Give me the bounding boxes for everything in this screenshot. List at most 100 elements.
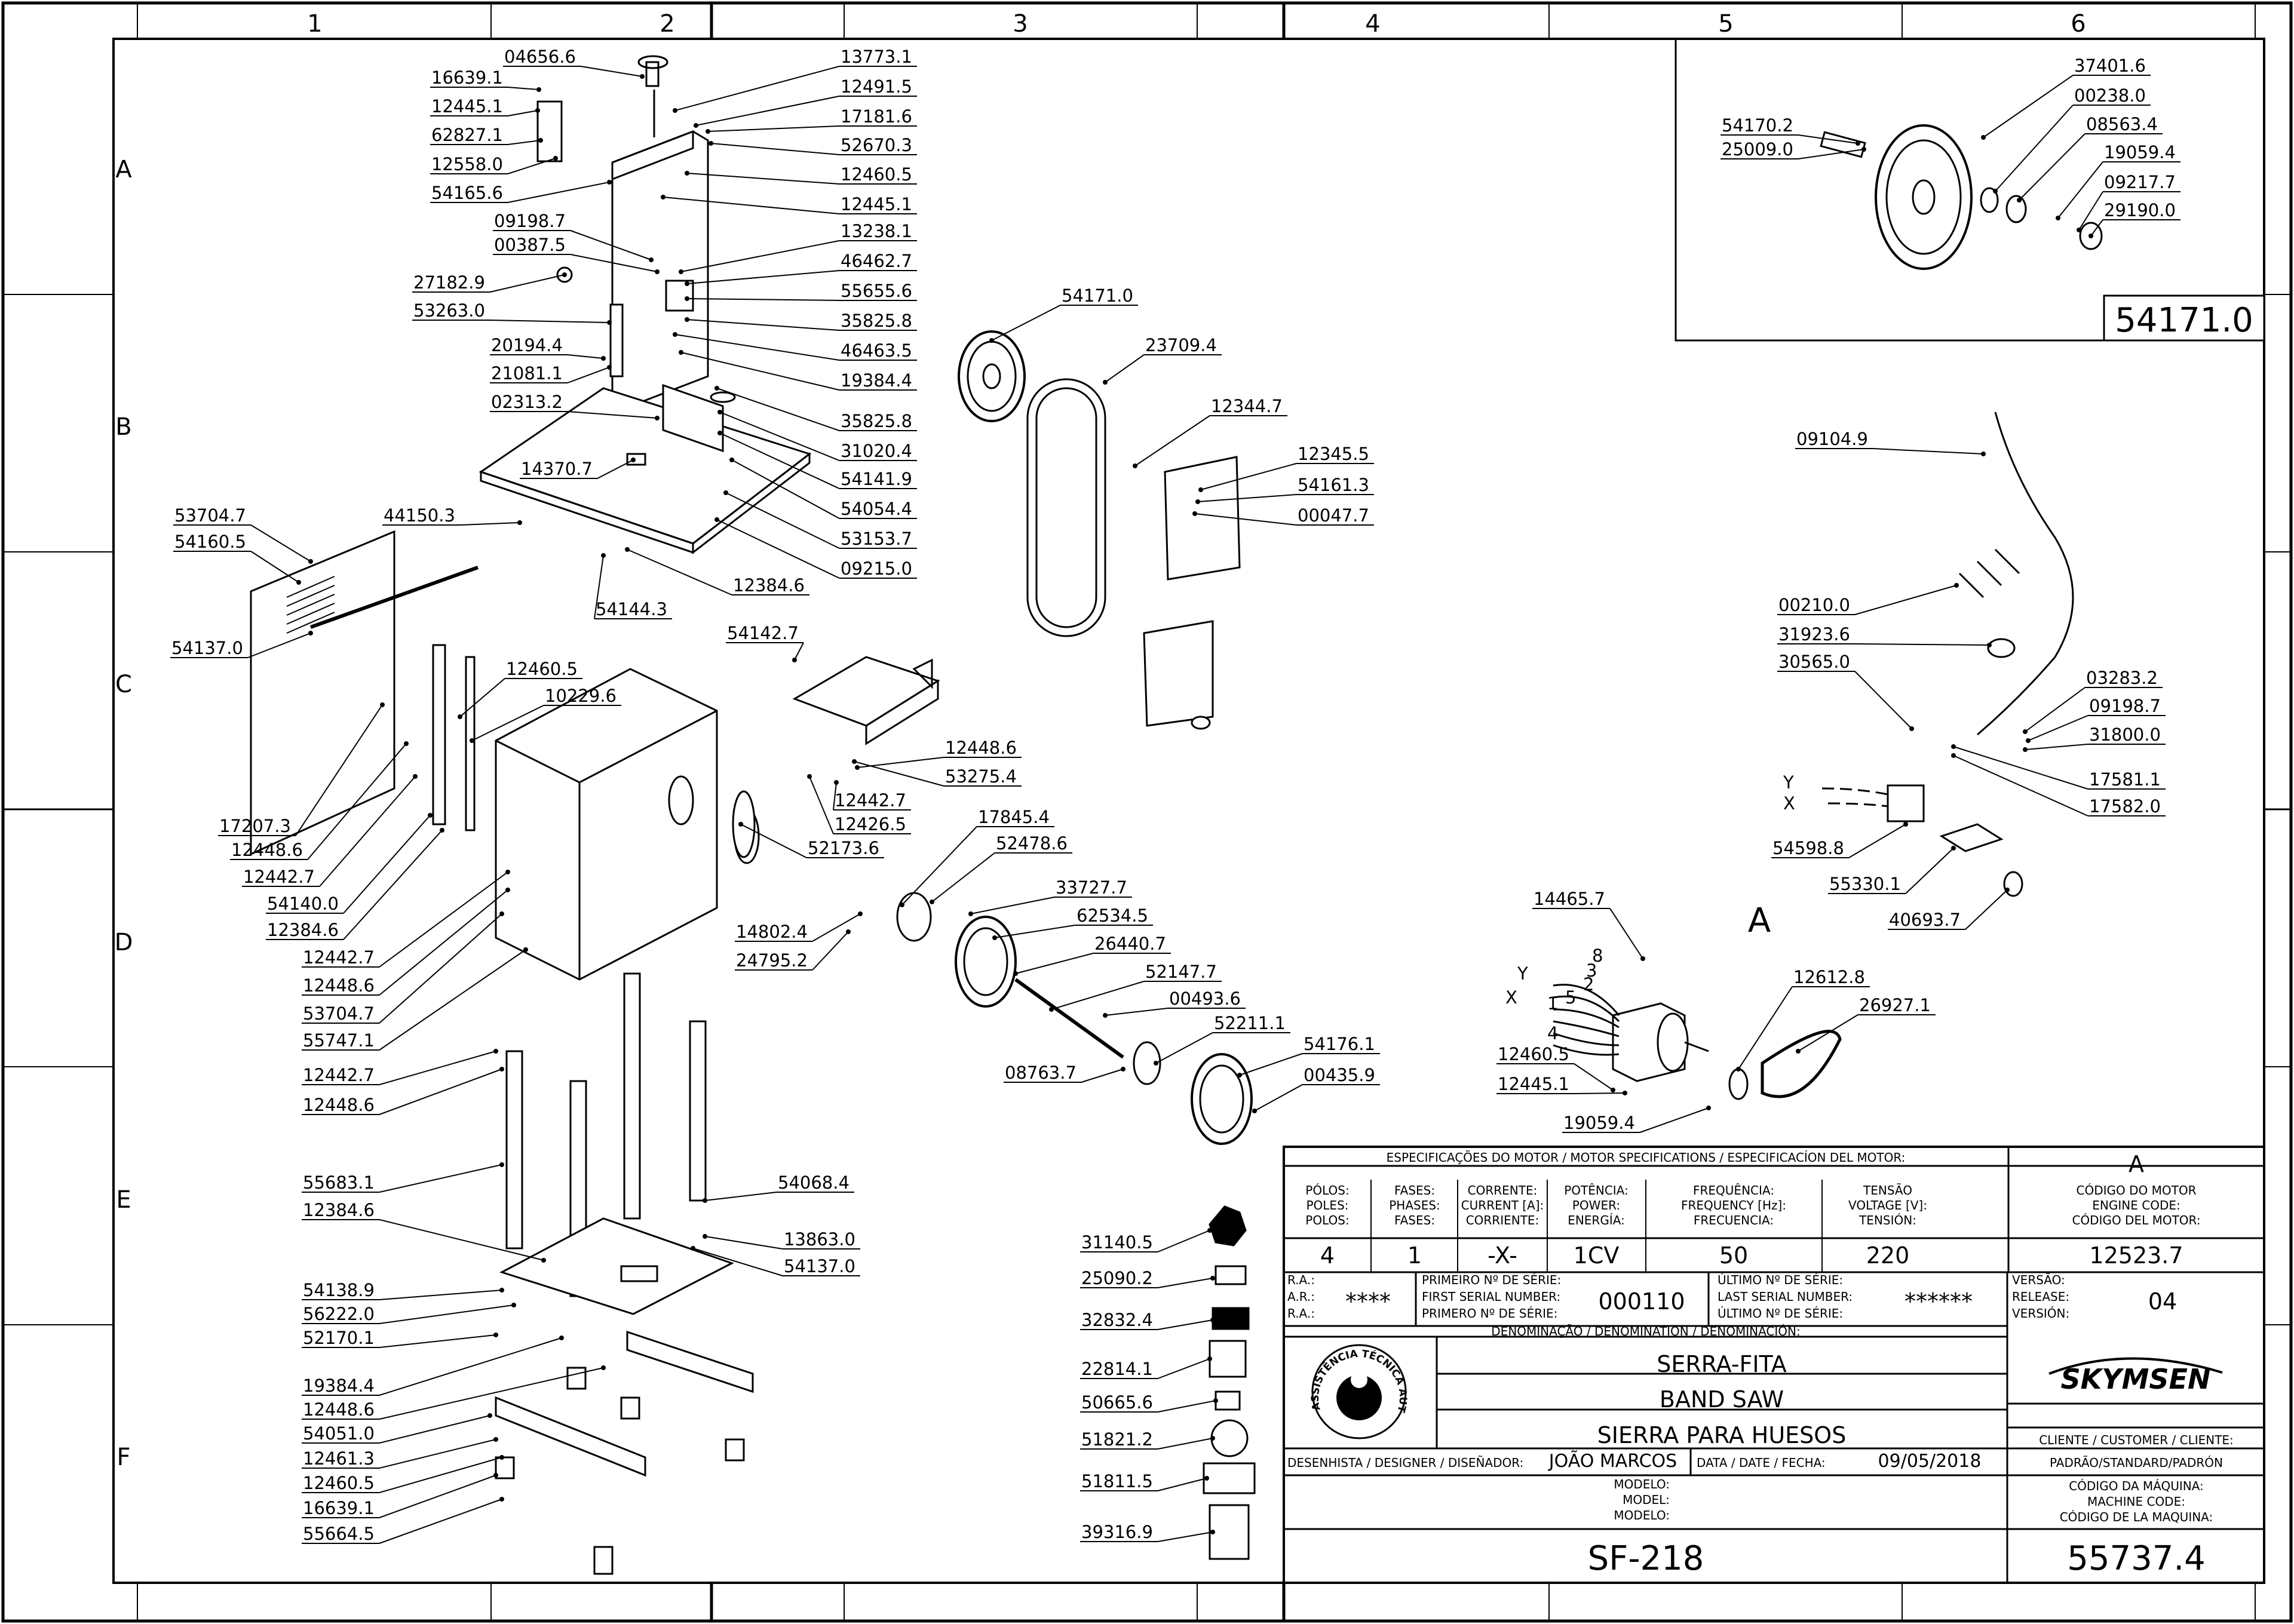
callout-leader xyxy=(970,897,1055,914)
part-callout-09217.7: 09217.7 xyxy=(2077,172,2180,232)
part-callouts: 04656.616639.112445.162827.112558.054165… xyxy=(170,47,2180,1544)
callout-leader xyxy=(794,642,804,661)
part-callout-14465.7: 14465.7 xyxy=(1532,889,1645,961)
callout-leader xyxy=(1254,1084,1303,1112)
callout-arrowhead xyxy=(691,1246,695,1251)
part-callout-55330.1: 55330.1 xyxy=(1828,846,1956,894)
part-callout-14802.4: 14802.4 xyxy=(735,911,863,942)
part-number-label: 00493.6 xyxy=(1169,988,1241,1009)
machine-code-label-pt: CÓDIGO DA MÁQUINA: xyxy=(2069,1479,2204,1493)
first-serial-value: 000110 xyxy=(1598,1288,1685,1315)
callout-arrowhead xyxy=(535,108,540,113)
callout-leader xyxy=(719,432,840,489)
callout-leader xyxy=(343,830,443,940)
part-number-label: 26927.1 xyxy=(1859,995,1931,1015)
callout-leader xyxy=(674,66,840,111)
part-callout-19059.4: 19059.4 xyxy=(2056,142,2180,220)
part-callout-54137.0: 54137.0 xyxy=(691,1246,860,1276)
part-number-label: 17582.0 xyxy=(2089,796,2161,816)
callout-arrowhead xyxy=(1861,147,1866,152)
part-number-label: 12460.5 xyxy=(841,164,912,185)
part-number-label: 54142.7 xyxy=(727,623,799,643)
part-number-label: 52670.3 xyxy=(841,135,912,155)
ra-label-2: A.R.: xyxy=(1287,1290,1315,1304)
callout-arrowhead xyxy=(1204,1476,1209,1481)
part-number-label: 14465.7 xyxy=(1534,889,1605,909)
callout-arrowhead xyxy=(505,870,510,874)
callout-arrowhead xyxy=(499,911,504,916)
callout-arrowhead xyxy=(428,813,433,818)
part-number-label: 09215.0 xyxy=(841,558,912,579)
part-number-label: 09217.7 xyxy=(2104,172,2176,192)
part-callout-26440.7: 26440.7 xyxy=(1013,934,1171,976)
part-callout-35825.8: 35825.8 xyxy=(714,386,917,431)
title-block xyxy=(1283,1146,2265,1584)
callout-arrowhead xyxy=(1640,956,1645,961)
name-es: SIERRA PARA HUESOS xyxy=(1597,1422,1847,1448)
part-number-label: 19059.4 xyxy=(1563,1113,1635,1133)
part-callout-52211.1: 52211.1 xyxy=(1154,1013,1290,1066)
part-callout-04656.6: 04656.6 xyxy=(503,47,645,79)
part-callout-32832.4: 32832.4 xyxy=(1080,1310,1215,1330)
part-number-label: 13238.1 xyxy=(841,221,912,241)
callout-leader xyxy=(507,158,556,174)
callout-arrowhead xyxy=(685,296,689,301)
callout-leader xyxy=(1854,643,1990,646)
part-callout-13238.1: 13238.1 xyxy=(679,221,917,274)
part-callout-12448.6: 12448.6 xyxy=(302,1067,504,1115)
callout-arrowhead xyxy=(2088,234,2093,238)
power-label-es: ENERGÍA: xyxy=(1568,1213,1625,1227)
part-callout-09198.7: 09198.7 xyxy=(493,211,654,262)
part-number-label: 55747.1 xyxy=(303,1030,375,1051)
callout-arrowhead xyxy=(714,517,719,522)
phases-label-es: FASES: xyxy=(1394,1213,1435,1227)
callout-leader xyxy=(1798,1014,1858,1052)
name-en: BAND SAW xyxy=(1660,1386,1784,1413)
callout-arrowhead xyxy=(607,180,612,185)
last-serial-label-en: LAST SERIAL NUMBER: xyxy=(1718,1290,1853,1304)
callout-arrowhead xyxy=(1981,452,1986,456)
part-callout-54051.0: 54051.0 xyxy=(302,1413,492,1444)
callout-leader xyxy=(379,1164,502,1193)
callout-arrowhead xyxy=(1210,1318,1215,1322)
upper-wheel xyxy=(958,330,1026,422)
callout-leader xyxy=(2090,219,2103,237)
part-callout-29190.0: 29190.0 xyxy=(2088,200,2180,238)
callout-arrowhead xyxy=(308,559,313,564)
part-callout-50665.6: 50665.6 xyxy=(1080,1392,1218,1413)
engine-code-value: 12523.7 xyxy=(2089,1242,2183,1269)
current-label-en: CURRENT [A]: xyxy=(1461,1198,1544,1212)
callout-arrowhead xyxy=(834,780,839,785)
part-number-label: 12448.6 xyxy=(303,975,375,996)
part-number-label: 55330.1 xyxy=(1829,874,1901,894)
callout-arrowhead xyxy=(1951,744,1956,749)
part-callout-08563.4: 08563.4 xyxy=(2017,114,2163,202)
part-callout-12558.0: 12558.0 xyxy=(430,154,558,174)
callout-leader xyxy=(2019,133,2086,201)
callout-arrowhead xyxy=(607,320,612,325)
part-number-label: 21081.1 xyxy=(491,363,563,383)
callout-leader xyxy=(663,197,840,214)
callout-arrowhead xyxy=(792,658,797,662)
callout-arrowhead xyxy=(930,900,934,904)
part-callout-12445.1: 12445.1 xyxy=(661,194,917,214)
side-panel xyxy=(250,530,479,856)
part-callout-27182.9: 27182.9 xyxy=(412,272,567,293)
part-number-label: 35825.8 xyxy=(841,411,912,431)
callout-leader xyxy=(1995,105,2074,192)
callout-leader xyxy=(2025,744,2088,750)
callout-arrowhead xyxy=(2023,747,2028,752)
callout-arrowhead xyxy=(1013,971,1018,976)
part-number-label: 40693.7 xyxy=(1889,910,1961,930)
callout-arrowhead xyxy=(607,365,612,370)
callout-leader xyxy=(295,704,383,836)
callout-leader xyxy=(594,555,604,619)
callout-arrowhead xyxy=(655,416,660,420)
model-label-pt: MODELO: xyxy=(1614,1477,1670,1491)
part-callout-12460.5: 12460.5 xyxy=(1496,1044,1615,1092)
part-callout-54054.4: 54054.4 xyxy=(729,458,917,519)
part-callout-19384.4: 19384.4 xyxy=(679,350,917,391)
motor-axis-x: X xyxy=(1505,987,1517,1008)
callout-arrowhead xyxy=(538,138,543,143)
callout-leader xyxy=(247,633,311,658)
